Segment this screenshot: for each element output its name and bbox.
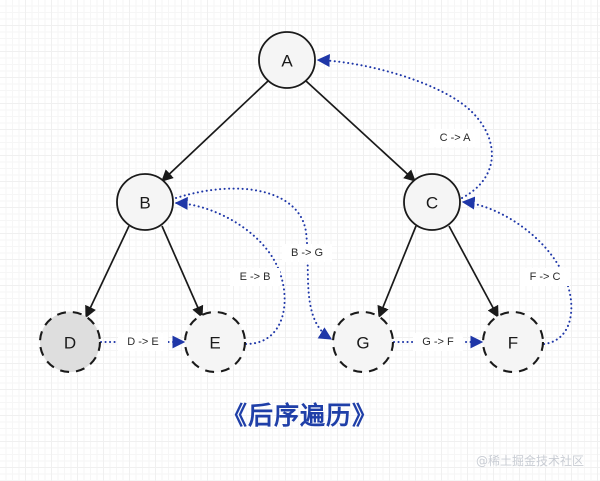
tree-edge-a-c [305, 80, 416, 182]
trace-edge-e-b [174, 196, 286, 345]
trace-edge-b-g [175, 187, 333, 340]
label-bg-g-f [413, 333, 463, 351]
node-circle-e[interactable] [183, 310, 247, 374]
tree-node-a[interactable]: A [258, 31, 316, 89]
node-label-g: G [356, 334, 369, 353]
trace-edge-labels-group: D -> E E -> B B -> G G -> F F -> C C -> … [118, 129, 570, 351]
node-label-f: F [508, 334, 518, 353]
node-circle-a[interactable] [258, 31, 316, 89]
label-bg-d-e [118, 333, 168, 351]
label-bg-c-a [430, 129, 480, 147]
label-bg-e-b [230, 268, 280, 286]
tree-node-b[interactable]: B [116, 173, 174, 231]
trace-edge-f-c [461, 196, 573, 345]
node-label-d: D [64, 334, 76, 353]
tree-node-d[interactable]: D [38, 310, 102, 374]
trace-label-d-e: D -> E [127, 336, 158, 348]
trace-label-g-f: G -> F [422, 336, 454, 348]
tree-edges-group [85, 80, 499, 319]
node-label-e: E [209, 334, 220, 353]
tree-node-e[interactable]: E [183, 310, 247, 374]
trace-label-c-a: C -> A [440, 132, 472, 144]
trace-label-f-c: F -> C [530, 271, 561, 283]
trace-label-e-b: E -> B [240, 271, 271, 283]
tree-edge-a-b [161, 80, 269, 182]
tree-edge-b-d [85, 225, 130, 319]
trace-edge-c-a [316, 53, 493, 199]
node-label-b: B [139, 194, 150, 213]
tree-node-c[interactable]: C [403, 173, 461, 231]
node-circle-f[interactable] [481, 310, 545, 374]
tree-edge-c-g [377, 225, 417, 319]
node-label-c: C [426, 194, 438, 213]
label-bg-f-c [520, 268, 570, 286]
label-bg-b-g [282, 244, 332, 262]
trace-label-b-g: B -> G [291, 247, 323, 259]
node-circle-d[interactable] [38, 310, 102, 374]
node-circle-b[interactable] [116, 173, 174, 231]
nodes-group: A B C D E G [38, 31, 545, 374]
node-circle-g[interactable] [331, 310, 395, 374]
tree-node-f[interactable]: F [481, 310, 545, 374]
tree-node-g[interactable]: G [331, 310, 395, 374]
diagram-caption: 《后序遍历》 [221, 401, 378, 430]
node-circle-c[interactable] [403, 173, 461, 231]
tree-edge-c-f [448, 225, 499, 319]
tree-edge-b-e [161, 225, 204, 319]
node-label-a: A [281, 52, 293, 71]
watermark-label: @稀土掘金技术社区 [475, 454, 584, 468]
